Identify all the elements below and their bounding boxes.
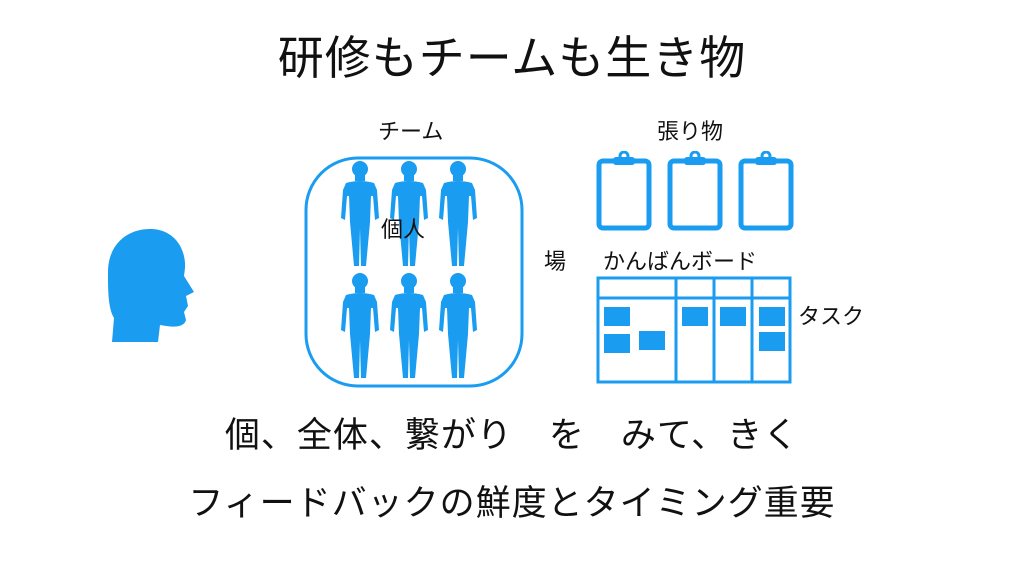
place-label: 場	[544, 250, 567, 275]
message-line-1: 個、全体、繋がり を みて、きく	[224, 416, 800, 456]
person-icon	[390, 161, 428, 266]
sticky-note-icon	[759, 307, 785, 326]
kanban-board	[596, 276, 792, 384]
artifacts-label: 張り物	[657, 120, 724, 145]
message-line-2: フィードバックの鮮度とタイミング重要	[188, 484, 836, 524]
sticky-note-icon	[604, 334, 630, 353]
sticky-note-icon	[759, 332, 785, 351]
person-icon	[390, 273, 428, 378]
person-icon	[341, 273, 379, 378]
sticky-note-icon	[604, 307, 630, 326]
clipboard-icon	[670, 152, 720, 228]
team-container	[304, 156, 524, 388]
team-label: チーム	[378, 120, 444, 145]
slide-title: 研修もチームも生き物	[277, 31, 747, 85]
head-icon	[108, 228, 194, 342]
task-label: タスク	[798, 305, 865, 330]
individual-label: 個人	[381, 218, 426, 243]
sticky-note-icon	[682, 307, 708, 326]
person-icon	[439, 273, 477, 378]
kanban-label: かんばんボード	[603, 250, 758, 275]
person-icon	[341, 161, 379, 266]
clipboard-icon	[741, 152, 791, 228]
clipboard-icon	[599, 152, 649, 228]
person-icon	[439, 161, 477, 266]
sticky-note-icon	[720, 307, 746, 326]
sticky-note-icon	[639, 331, 665, 350]
